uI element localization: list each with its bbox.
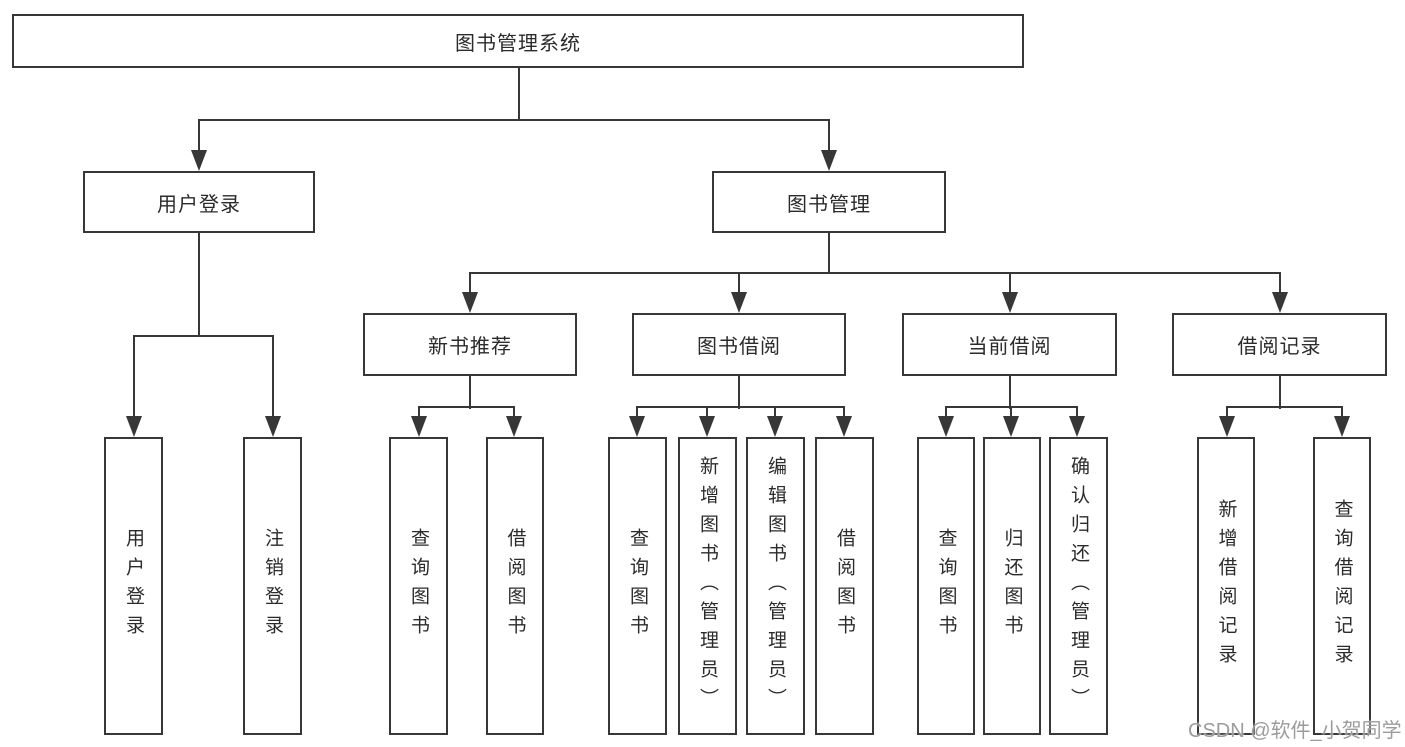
connector-vline	[1009, 376, 1011, 409]
node-user-login: 用户登录	[83, 171, 315, 233]
connector-arrowhead-down	[462, 292, 478, 313]
connector-vline	[706, 406, 708, 420]
leaf-label: 查询图书	[935, 528, 957, 644]
connector-vline	[272, 335, 274, 421]
connector-vline	[1009, 272, 1011, 296]
leaf-label: 归还图书	[1001, 528, 1023, 644]
connector-arrowhead-down	[506, 416, 522, 437]
leaf-logout: 注销登录	[243, 437, 302, 735]
connector-hline	[636, 406, 845, 408]
connector-vline	[1076, 406, 1078, 420]
connector-arrowhead-down	[629, 416, 645, 437]
connector-hline	[1226, 406, 1343, 408]
connector-vline	[843, 406, 845, 420]
connector-arrowhead-down	[191, 150, 207, 171]
leaf-edit-books-admin: 编辑图书（管理员）	[746, 437, 805, 735]
leaf-query-books-borrow: 查询图书	[608, 437, 667, 735]
connector-vline	[198, 119, 200, 155]
connector-vline	[636, 406, 638, 420]
leaf-label: 查询借阅记录	[1331, 499, 1353, 673]
leaf-label: 用户登录	[123, 528, 144, 644]
node-label: 图书管理	[787, 193, 871, 216]
connector-arrowhead-down	[265, 416, 281, 437]
leaf-label: 借阅图书	[504, 528, 526, 644]
connector-vline	[828, 233, 830, 274]
leaf-add-borrow-record: 新增借阅记录	[1197, 437, 1255, 735]
connector-arrowhead-down	[731, 292, 747, 313]
connector-arrowhead-down	[699, 416, 715, 437]
connector-vline	[1226, 406, 1228, 420]
connector-arrowhead-down	[1219, 416, 1235, 437]
connector-vline	[513, 406, 515, 420]
leaf-return-books: 归还图书	[983, 437, 1041, 735]
leaf-query-borrow-record: 查询借阅记录	[1313, 437, 1371, 735]
leaf-user-login: 用户登录	[104, 437, 163, 735]
node-label: 当前借阅	[967, 336, 1052, 358]
leaf-query-books-recommend: 查询图书	[389, 437, 448, 735]
node-label: 图书借阅	[697, 336, 781, 358]
connector-arrowhead-down	[1069, 416, 1085, 437]
connector-vline	[198, 233, 200, 337]
leaf-label: 新增借阅记录	[1215, 499, 1237, 673]
node-label: 借阅记录	[1237, 336, 1322, 358]
connector-arrowhead-down	[821, 150, 837, 171]
connector-vline	[945, 406, 947, 420]
connector-arrowhead-down	[1272, 292, 1288, 313]
node-current-borrowing: 当前借阅	[902, 313, 1117, 376]
leaf-label: 查询图书	[627, 528, 648, 644]
connector-arrowhead-down	[1003, 416, 1019, 437]
connector-arrowhead-down	[938, 416, 954, 437]
node-borrowing-records: 借阅记录	[1172, 313, 1387, 376]
node-book-borrowing: 图书借阅	[632, 313, 846, 376]
connector-arrowhead-down	[126, 416, 142, 437]
watermark: CSDN @软件_小贺同学	[1188, 720, 1402, 742]
connector-hline	[133, 335, 274, 337]
leaf-query-books-current: 查询图书	[917, 437, 975, 735]
connector-hline	[198, 119, 830, 121]
connector-arrowhead-down	[767, 416, 783, 437]
connector-vline	[1279, 272, 1281, 296]
connector-vline	[738, 376, 740, 409]
leaf-label: 确认归还（管理员）	[1068, 455, 1089, 717]
leaf-label: 注销登录	[262, 528, 283, 644]
leaf-borrow-books: 借阅图书	[815, 437, 874, 735]
connector-arrowhead-down	[1334, 416, 1350, 437]
connector-hline	[469, 272, 1281, 274]
connector-arrowhead-down	[1002, 292, 1018, 313]
leaf-label: 编辑图书（管理员）	[765, 455, 786, 717]
node-root-label: 图书管理系统	[455, 32, 581, 55]
node-root: 图书管理系统	[12, 14, 1024, 68]
connector-arrowhead-down	[411, 416, 427, 437]
connector-vline	[738, 272, 740, 296]
connector-vline	[133, 335, 135, 421]
leaf-borrow-books-recommend: 借阅图书	[486, 437, 544, 735]
node-label: 新书推荐	[428, 336, 512, 358]
leaf-confirm-return-admin: 确认归还（管理员）	[1049, 437, 1108, 735]
connector-vline	[469, 376, 471, 409]
leaf-label: 查询图书	[408, 528, 429, 644]
connector-vline	[774, 406, 776, 420]
connector-vline	[418, 406, 420, 420]
leaf-add-books-admin: 新增图书（管理员）	[678, 437, 737, 735]
connector-hline	[418, 406, 515, 408]
connector-arrowhead-down	[836, 416, 852, 437]
connector-vline	[1341, 406, 1343, 420]
leaf-label: 借阅图书	[834, 528, 855, 644]
node-book-management: 图书管理	[712, 171, 946, 233]
leaf-label: 新增图书（管理员）	[697, 455, 718, 717]
connector-vline	[828, 119, 830, 155]
node-new-book-recommendation: 新书推荐	[363, 313, 577, 376]
connector-vline	[1279, 376, 1281, 409]
connector-vline	[518, 66, 520, 121]
node-label: 用户登录	[157, 193, 241, 216]
connector-vline	[1010, 406, 1012, 420]
connector-vline	[469, 272, 471, 296]
